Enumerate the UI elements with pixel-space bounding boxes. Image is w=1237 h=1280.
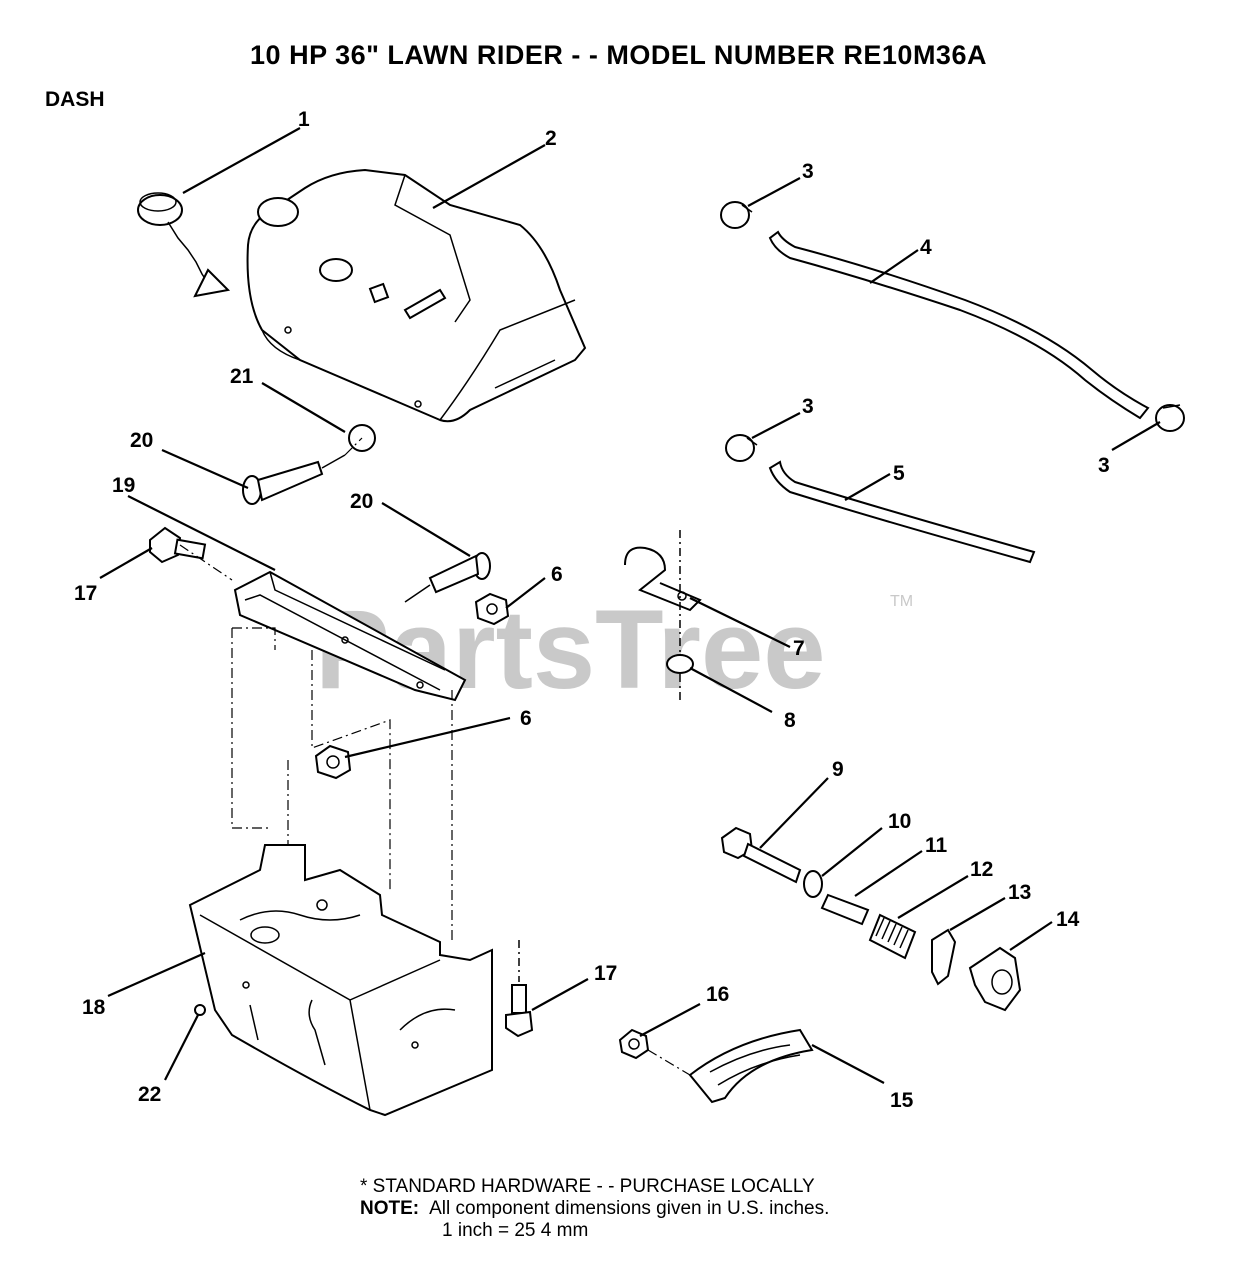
callout-16: 16 xyxy=(706,983,729,1006)
diagram-title: 10 HP 36" LAWN RIDER - - MODEL NUMBER RE… xyxy=(250,40,987,70)
part-lower-dash-panel xyxy=(188,844,493,1117)
watermark-tm: TM xyxy=(890,593,913,610)
part-clip xyxy=(931,928,957,986)
leader-lines xyxy=(99,127,1161,1084)
callout-20b: 20 xyxy=(350,490,373,513)
callout-17b: 17 xyxy=(594,962,617,985)
callout-11: 11 xyxy=(925,834,948,857)
callout-20a: 20 xyxy=(130,429,153,452)
callout-6a: 6 xyxy=(551,563,563,586)
part-nut-16 xyxy=(618,1028,691,1076)
part-decal-plate xyxy=(688,1028,814,1104)
callout-13: 13 xyxy=(1008,881,1031,904)
note-text: All component dimensions given in U.S. i… xyxy=(429,1198,830,1219)
standard-hardware-note: * STANDARD HARDWARE - - PURCHASE LOCALLY xyxy=(360,1176,815,1197)
callout-18: 18 xyxy=(82,996,106,1019)
part-screw-upper xyxy=(242,437,363,505)
part-screw-lower xyxy=(404,552,491,603)
part-hose-clamp-right xyxy=(1155,404,1185,432)
callout-6b: 6 xyxy=(520,707,532,730)
callout-2: 2 xyxy=(545,127,557,150)
part-hose-clamp-top xyxy=(720,201,753,229)
dimensions-note: NOTE: All component dimensions given in U… xyxy=(360,1198,829,1220)
callout-3b: 3 xyxy=(802,395,814,418)
part-fuel-line-long xyxy=(768,230,1150,420)
callout-19: 19 xyxy=(112,474,135,497)
callout-7: 7 xyxy=(793,637,805,660)
part-washer-10 xyxy=(803,870,823,898)
callout-17a: 17 xyxy=(74,582,97,605)
part-lever-clamp xyxy=(968,946,1022,1012)
conversion-note: 1 inch = 25 4 mm xyxy=(442,1220,589,1241)
section-label: DASH xyxy=(45,88,105,111)
part-fuel-line-short xyxy=(768,460,1036,564)
callout-21: 21 xyxy=(230,365,254,388)
part-bolt-left xyxy=(149,526,207,564)
part-spring xyxy=(868,913,917,960)
part-nut-lower xyxy=(314,744,352,780)
part-bracket-clip xyxy=(624,530,702,700)
callout-4: 4 xyxy=(920,236,932,259)
part-dash-housing xyxy=(246,168,587,423)
part-nut-upper xyxy=(474,592,510,626)
callout-15: 15 xyxy=(890,1089,914,1112)
callout-numbers: 1 2 3 4 3 3 5 20 21 19 20 17 6 7 8 6 9 1… xyxy=(74,108,1110,1112)
callout-10: 10 xyxy=(888,810,911,833)
callout-14: 14 xyxy=(1056,908,1080,931)
callout-5: 5 xyxy=(893,462,905,485)
part-spacer xyxy=(820,893,870,926)
footer-notes: * STANDARD HARDWARE - - PURCHASE LOCALLY… xyxy=(360,1176,829,1242)
callout-22: 22 xyxy=(138,1083,161,1106)
part-mounting-bar xyxy=(233,570,467,702)
callout-12: 12 xyxy=(970,858,993,881)
part-bolt-9 xyxy=(720,826,802,884)
callout-3a: 3 xyxy=(802,160,814,183)
callout-9: 9 xyxy=(832,758,844,781)
part-bolt-right xyxy=(505,940,534,1038)
callout-3c: 3 xyxy=(1098,454,1110,477)
part-fuel-cap xyxy=(137,192,231,298)
note-label: NOTE: xyxy=(360,1198,420,1219)
callout-8: 8 xyxy=(784,709,796,732)
part-screw-22 xyxy=(194,1004,206,1016)
part-hose-clamp-mid xyxy=(725,434,758,462)
callout-1: 1 xyxy=(298,108,310,131)
part-washer-8 xyxy=(666,654,694,674)
